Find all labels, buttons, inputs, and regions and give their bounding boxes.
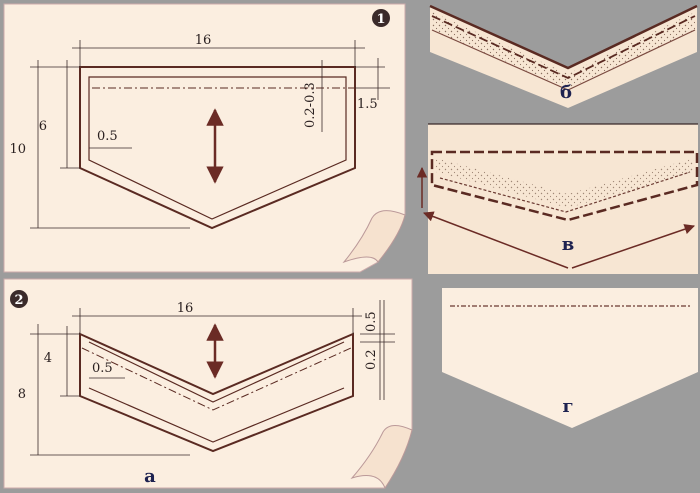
detail-v: в bbox=[416, 123, 699, 274]
panel-2-dim-inset: 0.5 bbox=[92, 361, 113, 376]
panel-2-page-curl bbox=[350, 425, 413, 490]
detail-g-caption: г bbox=[562, 396, 573, 417]
detail-b-dotted-band bbox=[432, 12, 695, 88]
detail-v-pocket-edge bbox=[430, 150, 699, 222]
panel-1-badge-icon bbox=[372, 9, 390, 27]
detail-v-caption: в bbox=[562, 234, 575, 255]
detail-v-arrow-right-icon bbox=[571, 224, 695, 269]
detail-b-fold-edge bbox=[431, 29, 696, 91]
panel-2-dim-side: 4 bbox=[44, 351, 52, 366]
panel-2-dim-hem-top: 0.5 bbox=[364, 311, 379, 332]
detail-v-chain-stitch bbox=[439, 171, 691, 213]
panel-2: 2 16 8 4 0.5 0.5 0.2 а bbox=[3, 278, 413, 490]
detail-v-dotted-band bbox=[436, 158, 694, 208]
panel-2-dim-width: 16 bbox=[177, 301, 194, 316]
panel-1-dim-height: 10 bbox=[9, 142, 26, 157]
panel-1-dim-side: 6 bbox=[39, 119, 47, 134]
panel-2-sheet bbox=[3, 278, 413, 489]
panel-2-pocket-seam bbox=[88, 341, 345, 443]
panel-1-dim-hem: 1.5 bbox=[357, 97, 378, 112]
panel-1-dim-fold: 0.2-0.3 bbox=[303, 82, 318, 128]
detail-v-arrow-left-icon bbox=[423, 211, 569, 269]
detail-b: б bbox=[429, 4, 698, 108]
detail-b-stitch-line bbox=[431, 15, 696, 79]
panel-1-pocket-seam bbox=[88, 76, 347, 220]
panel-2-badge: 2 bbox=[14, 293, 23, 308]
detail-g: г bbox=[442, 288, 698, 428]
panel-1-badge: 1 bbox=[376, 12, 385, 27]
panel-1-pocket-outline bbox=[79, 66, 356, 230]
detail-b-caption: б bbox=[560, 82, 572, 103]
panel-1-dim-width: 16 bbox=[195, 33, 212, 48]
panel-2-dim-hem-bottom: 0.2 bbox=[364, 349, 379, 370]
panel-2-dim-height: 8 bbox=[18, 387, 26, 402]
panel-1-dim-inset: 0.5 bbox=[97, 129, 118, 144]
panel-2-badge-icon bbox=[10, 290, 28, 308]
panel-1: 1 16 10 6 0.5 0.2-0.3 1.5 bbox=[3, 3, 406, 273]
panel-2-caption: а bbox=[144, 466, 156, 487]
detail-g-pocket bbox=[442, 288, 698, 428]
panel-1-dimension-lines bbox=[30, 40, 390, 229]
panel-1-page-curl bbox=[342, 210, 406, 264]
panel-2-dimension-lines bbox=[30, 300, 395, 456]
panel-2-fold-line bbox=[81, 347, 352, 411]
detail-b-edge bbox=[429, 4, 698, 70]
